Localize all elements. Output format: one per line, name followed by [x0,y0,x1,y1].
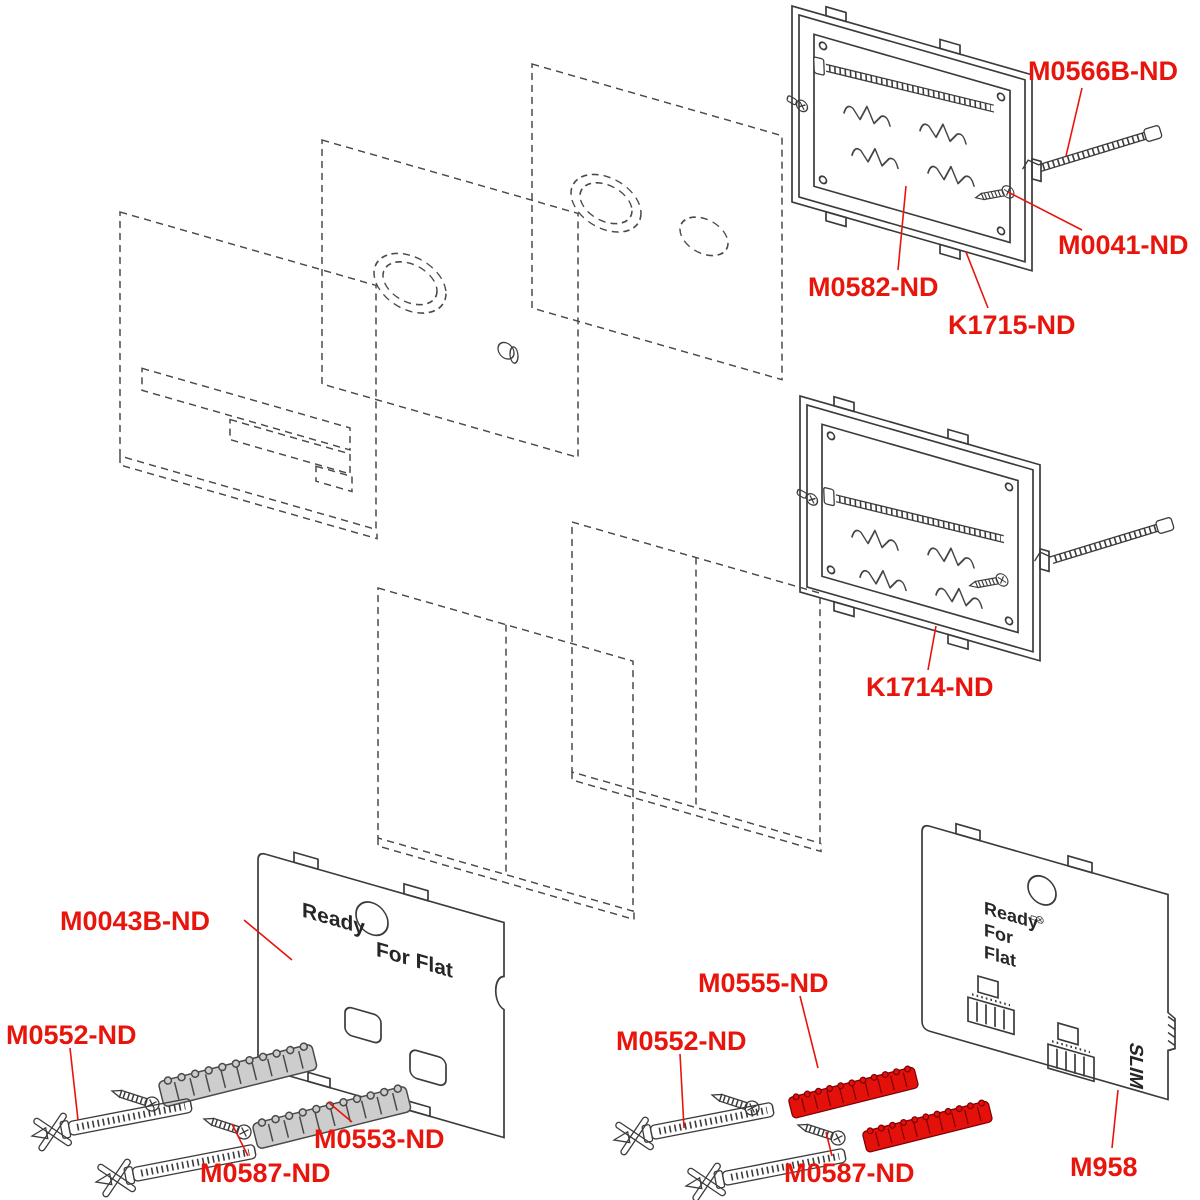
leader-m0043b [243,919,293,961]
leader-m0552-right [679,1053,685,1129]
flush-plate-panel-front [119,211,378,540]
frame-screw [967,573,1010,592]
spring-clip [851,523,899,553]
spring-clip [859,563,907,594]
leader-m0587-right [825,1131,833,1157]
wing-screw [785,92,810,115]
blank-panel-front [377,587,635,921]
bracket-m0555 [860,1098,994,1154]
part-label-m0552-left: M0552-ND [6,1020,137,1050]
leader-m0555 [799,995,819,1069]
part-label-m0587-left: M0587-ND [200,1158,331,1188]
frame-inner-rod [824,487,1005,547]
spring-clip [927,159,975,190]
flush-plate-panel-middle [321,139,579,459]
frame-inner-rod [814,57,995,117]
part-label-m0566b: M0566B-ND [1028,56,1178,86]
part-label-m0041: M0041-ND [1058,230,1189,260]
leader-lines [69,87,1119,1157]
leader-m0587-left [231,1123,249,1157]
bracket-m0555 [786,1064,920,1120]
leader-m0582 [897,185,907,271]
part-label-k1714: K1714-ND [866,672,994,702]
part-label-m958: M958 [1070,1152,1138,1182]
plate-text-for-flat: For Flat [376,937,453,983]
part-label-m0553: M0553-ND [314,1124,445,1154]
spring-clip [851,141,899,172]
leader-k1714 [927,625,937,671]
spring-clip [927,540,975,571]
part-label-m0555: M0555-ND [698,968,829,998]
flush-plate-panel-back [531,63,783,381]
leader-m0552-left [69,1047,79,1121]
spring-clip [935,581,983,612]
mounting-frame-k1714 [795,386,1050,674]
mounting-frame-k1715 [785,0,1042,284]
plate-text-slim: SLIM [1125,1040,1147,1092]
spring-clip [843,99,891,129]
plate-text-ready: Ready [302,898,365,940]
part-label-m0587-right: M0587-ND [784,1158,915,1188]
bracket-m0553 [156,1040,319,1108]
spring-clip [919,116,967,147]
slim-clip-block [967,993,1015,1036]
push-knob [497,341,519,364]
leader-m0041 [1007,191,1083,231]
part-labels: M0566B-ND M0041-ND M0582-ND K1715-ND K17… [6,56,1189,1188]
blank-panel-back [571,521,822,853]
screw-m0587 [202,1112,253,1140]
leader-m0553 [327,1101,353,1123]
part-label-m0043b: M0043B-ND [60,906,210,936]
leader-m0566b [1065,87,1083,157]
part-label-k1715: K1715-ND [948,310,1076,340]
mounting-plate-m958: Ready For Flat SLIM [921,822,1176,1101]
part-label-m0552-right: M0552-ND [616,1026,747,1056]
part-label-m0582: M0582-ND [808,272,939,302]
anchor-rod [1033,513,1175,572]
leader-m958 [1111,1089,1119,1149]
slim-clip-block [1047,1040,1095,1083]
screw-m0587 [796,1118,847,1146]
leader-k1715 [965,251,989,309]
